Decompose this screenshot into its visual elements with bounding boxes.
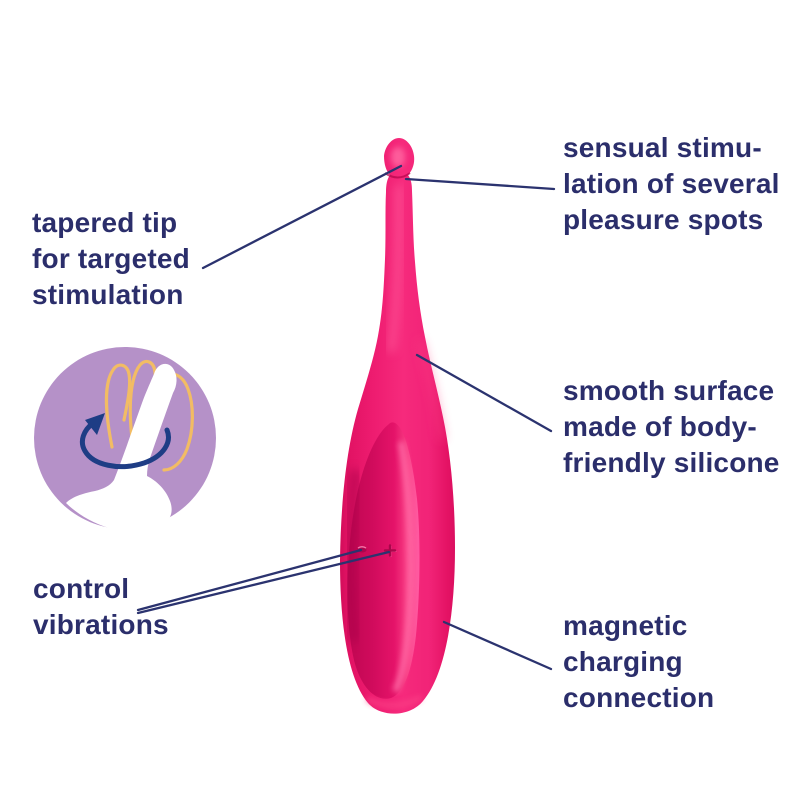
label-line: pleasure spots xyxy=(563,204,764,235)
rotation-arrowhead-icon xyxy=(85,413,105,435)
label-line: tapered tip xyxy=(32,207,178,238)
leader-line-magnetic-charging xyxy=(442,620,553,671)
dot-button-sheen xyxy=(357,546,367,549)
label-sensual-stimulation: sensual stimu- lation of several pleasur… xyxy=(563,130,780,238)
motion-trail-left-icon xyxy=(104,363,132,449)
label-magnetic-charging: magnetic charging connection xyxy=(563,608,714,716)
label-line: for targeted xyxy=(32,243,190,274)
device-inner-cavity xyxy=(347,422,420,699)
label-line: connection xyxy=(563,682,715,713)
label-line: made of body- xyxy=(563,411,757,442)
label-control-vibrations: control vibrations xyxy=(33,571,169,643)
label-line: sensual stimu- xyxy=(563,132,762,163)
cavity-shadow xyxy=(344,469,362,643)
bottom-highlight xyxy=(365,694,423,708)
leader-line-tapered-tip xyxy=(201,164,403,270)
leader-line-control-dot xyxy=(136,548,363,612)
label-line: control xyxy=(33,573,130,604)
label-line: vibrations xyxy=(33,609,169,640)
leader-line-smooth-surface xyxy=(415,353,553,433)
twirling-motion-icon xyxy=(34,347,216,531)
plus-button xyxy=(383,544,397,557)
tip-highlight xyxy=(391,147,405,167)
label-line: charging xyxy=(563,646,683,677)
device xyxy=(340,138,455,714)
rotation-arrow-icon xyxy=(79,420,171,470)
label-line: smooth surface xyxy=(563,375,775,406)
cavity-rim-highlight xyxy=(392,441,414,693)
leader-line-sensual-stimulation xyxy=(404,177,556,191)
label-line: magnetic xyxy=(563,610,688,641)
device-silhouette xyxy=(66,363,177,531)
leader-line-control-plus xyxy=(136,550,391,615)
label-smooth-surface: smooth surface made of body- friendly si… xyxy=(563,373,780,481)
label-line: friendly silicone xyxy=(563,447,780,478)
label-line: stimulation xyxy=(32,279,184,310)
leader-lines xyxy=(136,164,556,671)
shoulder-highlight xyxy=(417,339,445,441)
shaft-highlight xyxy=(387,184,403,353)
label-tapered-tip: tapered tip for targeted stimulation xyxy=(32,205,190,313)
label-line: lation of several xyxy=(563,168,780,199)
